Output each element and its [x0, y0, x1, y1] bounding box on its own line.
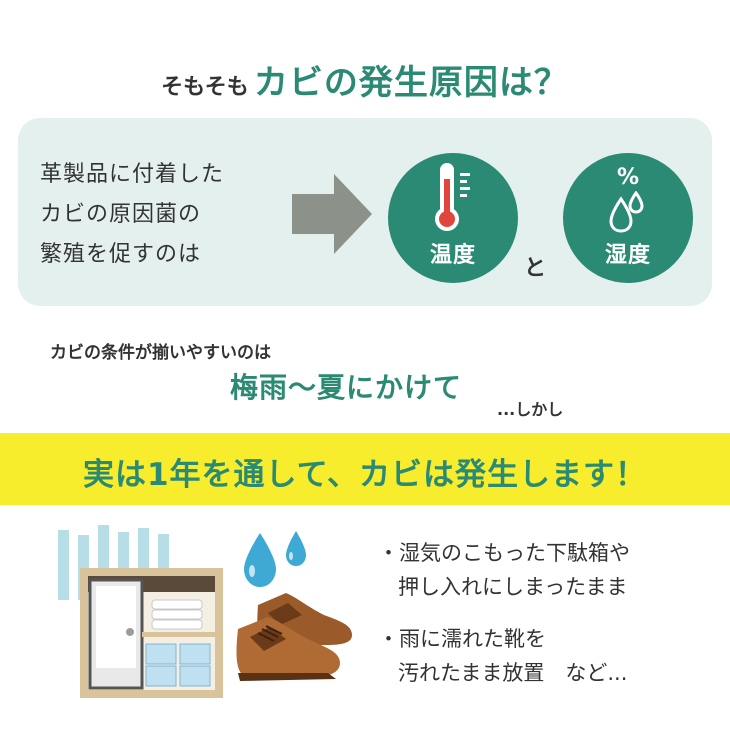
- water-drops-icon: [609, 191, 644, 233]
- title-prefix: そもそも: [161, 75, 249, 100]
- bullet: ・: [378, 541, 399, 565]
- right-arrow-icon: [292, 174, 372, 254]
- example-line: 湿気のこもった下駄箱や: [399, 541, 630, 565]
- humidity-label: 湿度: [604, 243, 651, 268]
- panel-text: 革製品に付着した カビの原因菌の 繁殖を促すのは: [40, 155, 224, 275]
- connector-text: と: [524, 256, 547, 281]
- temperature-badge: 温度: [388, 153, 518, 283]
- condition-however: ...しかし: [497, 400, 564, 419]
- example-line: 汚れたまま放置 など...: [398, 661, 628, 685]
- panel-line: 革製品に付着した: [40, 162, 225, 187]
- list-item: ・湿気のこもった下駄箱や 押し入れにしまったまま: [378, 536, 630, 604]
- percent-symbol: %: [616, 165, 640, 190]
- condition-intro: カビの条件が揃いやすいのは: [50, 343, 271, 363]
- humidity-badge: % 湿度: [563, 153, 693, 283]
- water-drops-illustration: [244, 531, 306, 587]
- panel-line: カビの原因菌の: [40, 202, 202, 227]
- list-item: ・雨に濡れた靴を 汚れたまま放置 など...: [378, 622, 630, 690]
- panel-line: 繁殖を促すのは: [40, 242, 202, 267]
- highlight-banner: 実は1年を通して、カビは発生します！: [0, 433, 730, 505]
- thermometer-icon: [435, 163, 470, 231]
- example-line: 押し入れにしまったまま: [398, 575, 628, 599]
- temperature-label: 温度: [429, 243, 476, 268]
- condition-season: 梅雨〜夏にかけて: [230, 371, 463, 404]
- banner-text: 実は1年を通して、カビは発生します！: [82, 457, 648, 493]
- examples-list: ・湿気のこもった下駄箱や 押し入れにしまったまま ・雨に濡れた靴を 汚れたまま放…: [378, 536, 630, 708]
- example-line: 雨に濡れた靴を: [399, 627, 546, 651]
- bullet: ・: [378, 627, 399, 651]
- page-title: そもそも カビの発生原因は？: [0, 55, 730, 104]
- closet-illustration: [58, 525, 223, 698]
- leather-shoes-illustration: [236, 593, 352, 681]
- title-main: カビの発生原因は？: [253, 63, 569, 103]
